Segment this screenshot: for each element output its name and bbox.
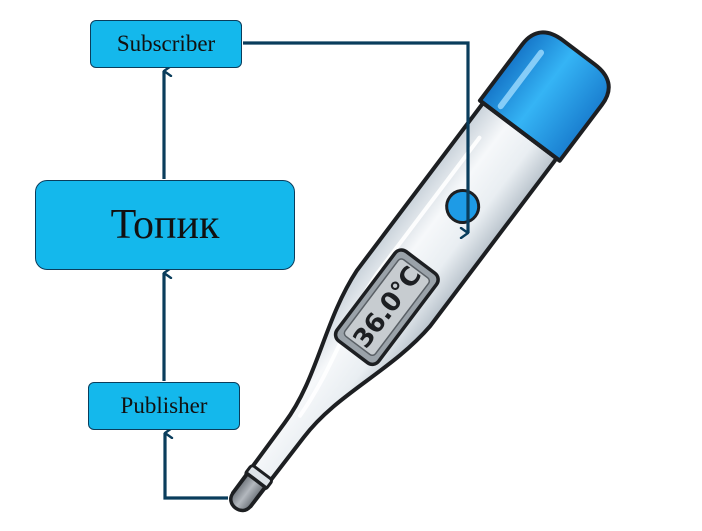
topic-label: Топик	[110, 202, 220, 248]
thermometer-illustration: 36.0°C	[229, 30, 611, 513]
topic-node: Топик	[35, 180, 295, 270]
power-button-icon	[445, 189, 481, 225]
publisher-label: Publisher	[120, 393, 208, 418]
thermometer-cap	[477, 30, 611, 163]
subscriber-node: Subscriber	[90, 20, 242, 68]
thermometer-tip	[229, 471, 268, 513]
subscriber-label: Subscriber	[116, 31, 216, 56]
arrow-subscriber-to-display	[243, 41, 470, 233]
connectors	[162, 41, 470, 500]
arrow-thermometer-to-publisher	[163, 433, 228, 500]
publisher-node: Publisher	[88, 382, 240, 430]
